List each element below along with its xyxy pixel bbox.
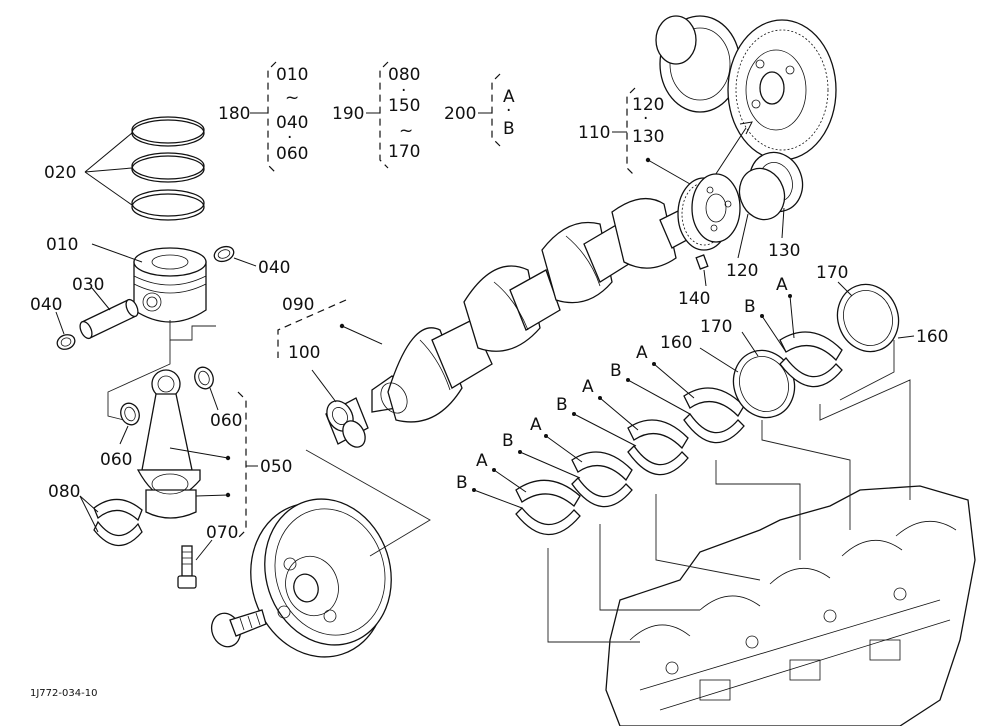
callout-170-right: 170 [816,263,848,283]
figure-code: 1J772-034-10 [30,688,97,699]
group-200-id: 200 [444,104,476,124]
callout-060-left: 060 [100,450,132,470]
group-180-line2: 040 [276,113,308,133]
callout-140: 140 [678,289,710,309]
group-180-id: 180 [218,104,250,124]
group-190-sep2: ~ [399,121,413,141]
letter-a-4: A [636,343,648,363]
callout-160-left: 160 [660,333,692,353]
group-200-line2: B [503,119,515,139]
group-190-sep1: · [401,81,406,101]
letter-a-5: A [776,275,788,295]
callout-160-right: 160 [916,327,948,347]
conrod-bearing-halves [93,498,143,547]
callout-060-right: 060 [210,411,242,431]
main-bearing-3 [627,419,689,476]
group-110-line2: 130 [632,127,664,147]
callout-020: 020 [44,163,76,183]
group-190-bracket [379,61,389,169]
group-180-bracket [267,61,277,174]
group-180-line3: 060 [276,144,308,164]
callout-120-bottom: 120 [726,261,758,281]
callout-080: 080 [48,482,80,502]
small-end-bushing-b [120,402,140,426]
piston-rings [84,116,205,221]
pulley-bolt [210,609,267,648]
group-180: 180 010 ~ 040 · 060 [218,61,308,174]
group-190: 190 080 · 150 ~ 170 [332,61,420,169]
callout-110: 110 [578,123,610,143]
bearing-letter-markers: B A B A B A B A B A [456,275,795,509]
connecting-rod [136,369,201,519]
group-180-line1: 010 [276,65,308,85]
cylinder-block [605,485,976,726]
group-190-id: 190 [332,104,364,124]
letter-b-3: B [556,395,568,415]
group-180-sep2: · [287,128,292,148]
main-bearing-1 [515,479,581,536]
group-090-bracket [277,299,347,358]
letter-b-4: B [610,361,622,381]
crank-key [695,254,709,270]
crank-gear-large [727,19,837,161]
letter-a-2: A [530,415,542,435]
group-200-bracket [491,73,501,147]
letter-a-1: A [476,451,488,471]
callout-050: 050 [260,457,292,477]
letter-b-2: B [502,431,514,451]
group-110-sep1: · [643,109,648,129]
callout-040-right: 040 [258,258,290,278]
group-110-line1: 120 [632,95,664,115]
callout-040-left: 040 [30,295,62,315]
piston-pin [79,298,139,340]
circlip-left [56,334,76,350]
letter-b-1: B [456,473,468,493]
crankshaft-pulley [250,498,392,658]
main-bearing-2 [571,451,633,508]
crankshaft [371,197,703,423]
needle-bearing [325,397,369,448]
thrust-washer-lower [732,349,796,419]
group-050-bracket [237,391,247,539]
group-110-bracket [626,87,636,177]
bearing-leader-lines [547,340,911,643]
group-110: 110 120 · 130 [578,87,691,185]
thrust-collar [738,151,804,221]
crankshaft-gear [677,173,741,251]
group-200-sep1: · [506,101,511,121]
callout-030: 030 [72,275,104,295]
group-190-line1: 080 [388,65,420,85]
callout-070: 070 [206,523,238,543]
piston [133,247,207,323]
group-190-line2: 150 [388,96,420,116]
main-bearing-4 [683,387,745,444]
group-200-line1: A [503,87,515,107]
callout-090: 090 [282,295,314,315]
small-end-bushing-a [194,366,214,390]
callout-010: 010 [46,235,78,255]
group-180-sep1: ~ [285,88,299,108]
group-200: 200 A · B [444,73,515,147]
idle-gear-back [655,15,741,113]
callout-170-left: 170 [700,317,732,337]
circlip-right [213,245,235,263]
letter-a-3: A [582,377,594,397]
group-190-line3: 170 [388,142,420,162]
thrust-washer-upper [836,283,900,353]
conrod-bolt [177,545,197,589]
callout-130-bottom: 130 [768,241,800,261]
main-bearing-5 [779,331,843,388]
callout-100: 100 [288,343,320,363]
letter-b-5: B [744,297,756,317]
